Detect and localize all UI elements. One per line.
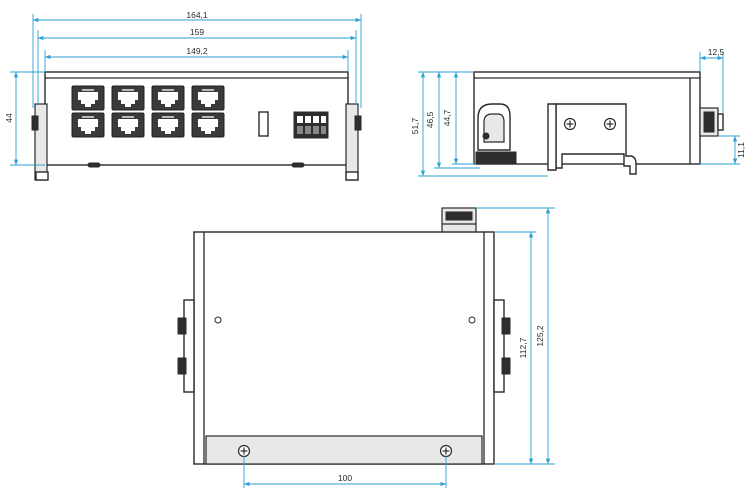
dim-top-outer-height: 125,2 <box>476 207 555 465</box>
dim-label-top-screw-spacing: 100 <box>338 473 352 483</box>
status-slot <box>258 111 269 137</box>
dim-label-side-h3: 44,7 <box>442 109 452 126</box>
dim-label-side-top-depth: 12,5 <box>708 47 725 57</box>
screw-icon <box>439 444 453 458</box>
mounting-hole <box>214 316 222 324</box>
dim-label-inner-width: 149,2 <box>186 46 208 56</box>
side-din-bracket <box>547 103 637 175</box>
dim-top-screw-spacing: 100 <box>243 456 447 488</box>
dim-inner-width: 149,2 <box>44 46 349 72</box>
front-foot-left <box>87 162 101 168</box>
dim-side-bottom-offset: 11,1 <box>700 135 746 165</box>
rj45-port <box>71 112 105 138</box>
front-foot-right <box>291 162 305 168</box>
rj45-port <box>151 85 185 111</box>
screw-icon <box>563 117 577 131</box>
front-right-clip <box>345 103 362 181</box>
dim-side-top-depth: 12,5 <box>699 47 725 114</box>
dim-side-h2: 46,5 <box>425 72 480 169</box>
dim-label-height: 44 <box>4 113 14 123</box>
rj45-port <box>191 112 225 138</box>
rj45-port <box>111 112 145 138</box>
screw-icon <box>603 117 617 131</box>
top-housing <box>193 231 495 465</box>
front-left-clip <box>31 103 49 181</box>
dim-label-overall-width: 164,1 <box>186 10 208 20</box>
side-left-clip <box>475 103 517 165</box>
dim-top-inner-height: 112,7 <box>494 231 536 464</box>
dim-label-top-outer-height: 125,2 <box>535 325 545 347</box>
side-rear-connector <box>699 107 724 137</box>
top-view: 125,2 112,7 100 <box>177 207 555 488</box>
mounting-hole <box>468 316 476 324</box>
terminal-block <box>293 111 329 139</box>
rj45-port <box>111 85 145 111</box>
dim-side-h3: 44,7 <box>442 72 476 165</box>
dim-label-side-h1: 51,7 <box>410 117 420 134</box>
rj45-port <box>151 112 185 138</box>
top-connector <box>441 207 477 235</box>
top-bottom-strip <box>205 435 483 465</box>
side-view: 51,7 46,5 44,7 12,5 11,1 <box>410 47 746 177</box>
top-left-clip <box>177 299 195 393</box>
dim-mid-width: 159 <box>37 27 357 104</box>
screw-icon <box>237 444 251 458</box>
rj45-port <box>71 85 105 111</box>
dim-height: 44 <box>4 71 45 166</box>
dim-label-mid-width: 159 <box>190 27 204 37</box>
top-right-clip <box>493 299 511 393</box>
dim-label-side-h2: 46,5 <box>425 111 435 128</box>
dim-label-top-inner-height: 112,7 <box>518 337 528 358</box>
dim-overall-width: 164,1 <box>32 10 362 108</box>
rj45-port <box>191 85 225 111</box>
dim-label-side-bottom-offset: 11,1 <box>736 142 746 158</box>
front-view: 164,1 159 149,2 44 <box>4 10 362 181</box>
dim-side-h1: 51,7 <box>410 71 548 177</box>
